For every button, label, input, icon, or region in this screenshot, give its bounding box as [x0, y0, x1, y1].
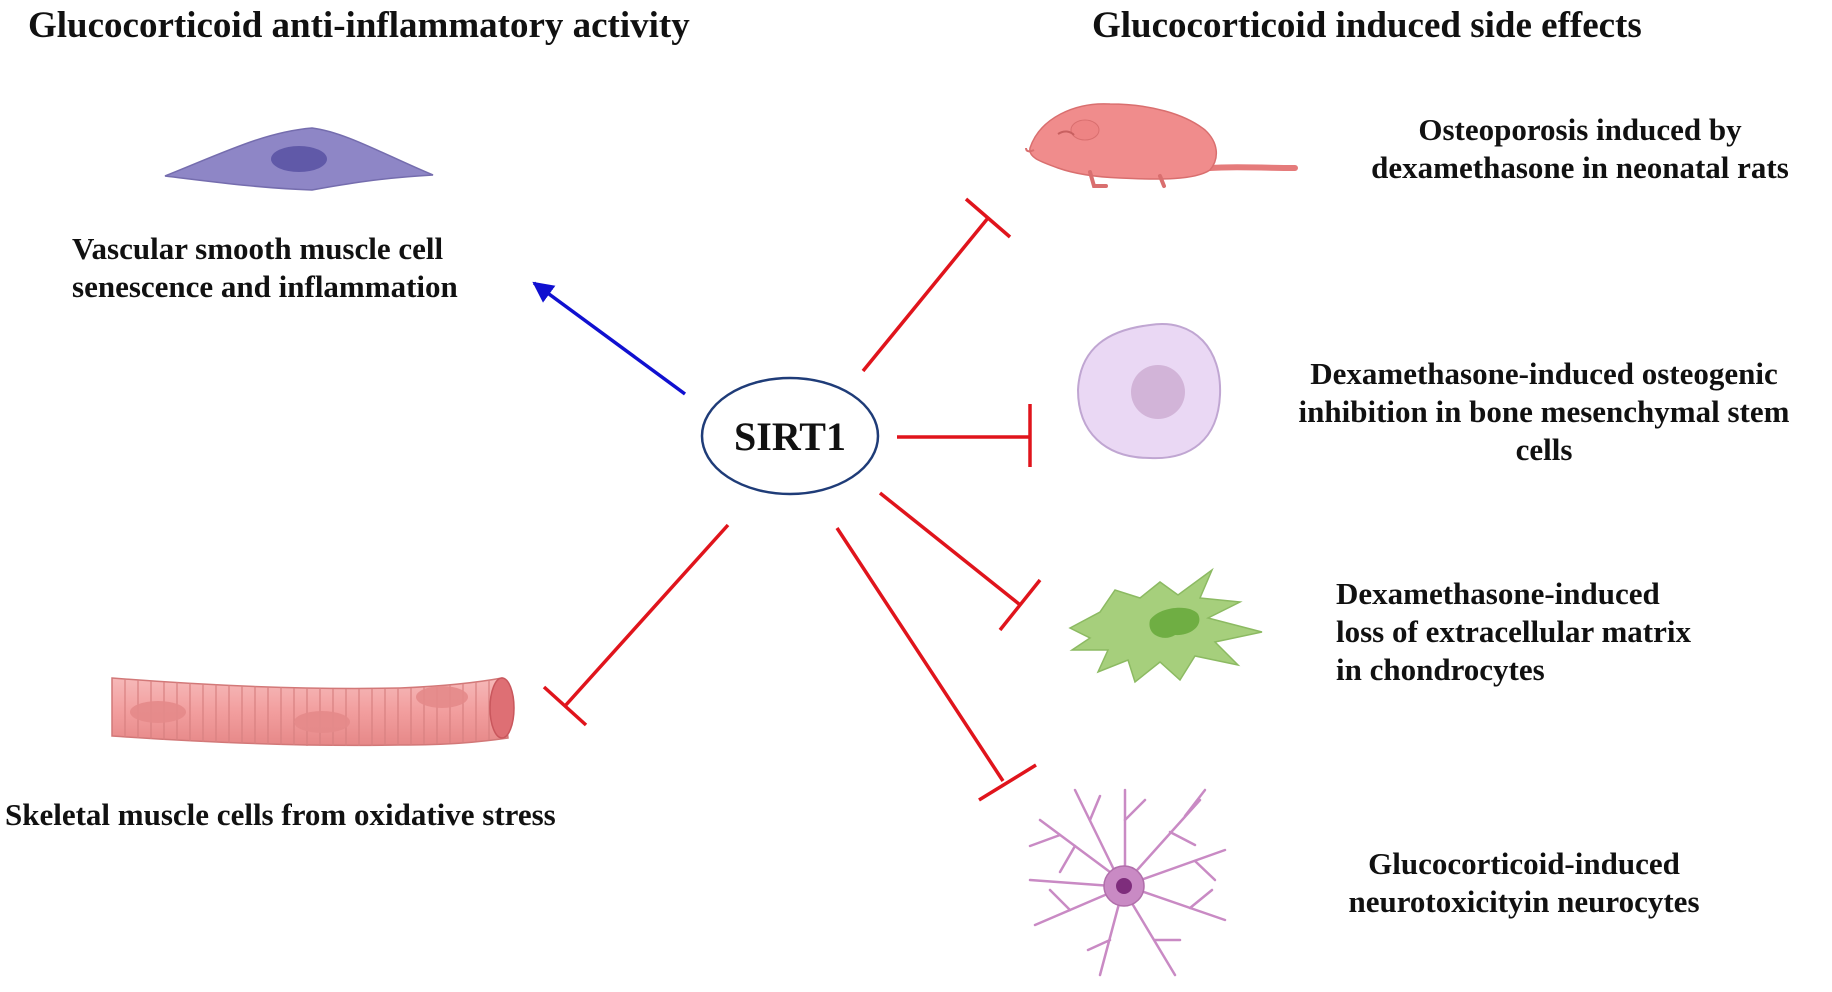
label-vascular-smooth-muscle: Vascular smooth muscle cell senescence a…: [72, 230, 458, 306]
label-skeletal-muscle: Skeletal muscle cells from oxidative str…: [5, 796, 556, 834]
label-osteoporosis: Osteoporosis induced by dexamethasone in…: [1330, 111, 1830, 187]
label-line: in chondrocytes: [1336, 651, 1545, 687]
neurocyte-icon: [1028, 788, 1227, 977]
label-chondrocytes: Dexamethasone-induced loss of extracellu…: [1336, 575, 1691, 688]
smooth-muscle-cell-icon: [164, 127, 434, 191]
label-line: dexamethasone in neonatal rats: [1371, 149, 1789, 185]
activation-arrow-vascular: [532, 281, 687, 396]
label-line: loss of extracellular matrix: [1336, 613, 1691, 649]
inhibition-line-neurocyte: [835, 527, 1037, 802]
inhibition-line-rat: [861, 197, 1012, 373]
label-line: Dexamethasone-induced: [1336, 576, 1660, 611]
label-line: Osteoporosis induced by: [1418, 112, 1742, 147]
inhibition-line-skeletal: [542, 523, 730, 727]
label-neurotoxicity: Glucocorticoid-induced neurotoxicityin n…: [1318, 845, 1730, 921]
sirt1-node: [700, 376, 880, 496]
label-line: neurotoxicityin neurocytes: [1348, 883, 1700, 919]
label-line: Skeletal muscle cells from oxidative str…: [5, 797, 556, 832]
label-line: senescence and inflammation: [72, 268, 458, 304]
heading-side-effects: Glucocorticoid induced side effects: [1092, 5, 1642, 46]
label-line: Glucocorticoid-induced: [1368, 846, 1680, 881]
neonatal-rat-icon: [1025, 103, 1298, 188]
mesenchymal-stem-cell-icon: [1076, 323, 1222, 460]
skeletal-muscle-fiber-icon: [111, 677, 515, 747]
chondrocyte-icon: [1068, 567, 1263, 684]
label-osteogenic-inhibition: Dexamethasone-induced osteogenic inhibit…: [1258, 355, 1830, 468]
label-line: cells: [1515, 431, 1573, 467]
heading-anti-inflammatory: Glucocorticoid anti-inflammatory activit…: [28, 5, 690, 46]
label-line: Dexamethasone-induced osteogenic: [1310, 356, 1778, 391]
label-line: Vascular smooth muscle cell: [72, 231, 444, 266]
sirt1-label: SIRT1: [734, 414, 846, 459]
inhibition-line-stem-cell: [897, 404, 1032, 467]
inhibition-line-chondrocyte: [878, 491, 1042, 632]
label-line: inhibition in bone mesenchymal stem: [1298, 393, 1790, 429]
